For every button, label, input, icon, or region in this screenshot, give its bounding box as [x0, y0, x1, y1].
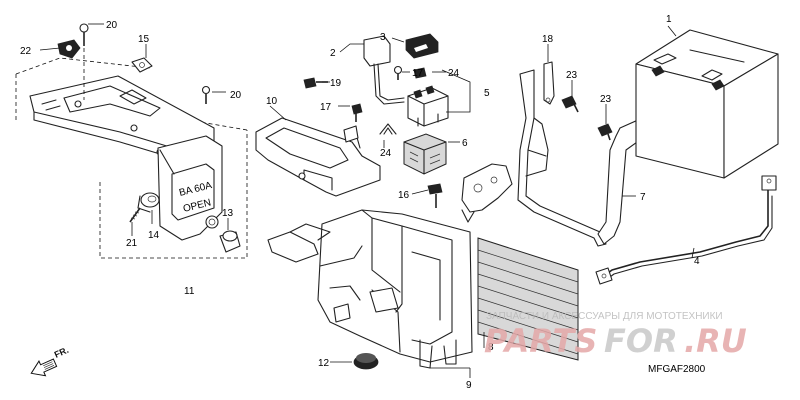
front-label: FR.	[53, 345, 70, 360]
callout-24a: 24	[448, 68, 460, 79]
screw-part-23-left	[561, 95, 579, 113]
callout-22: 22	[20, 46, 32, 57]
callout-2: 2	[330, 48, 336, 59]
callout-15: 15	[138, 34, 150, 45]
bolt-part-16	[427, 183, 443, 208]
callout-6: 6	[462, 138, 468, 149]
battery-part-1	[635, 29, 779, 179]
battery-cable-part-4	[595, 175, 777, 285]
callout-20b: 20	[230, 90, 242, 101]
watermark-tagline: ЗАПЧАСТИ И АКСЕССУАРЫ ДЛЯ МОТОТЕХНИКИ	[486, 311, 723, 322]
callout-8: 8	[488, 342, 494, 353]
grommet-part-14	[137, 192, 160, 213]
diagram-code: MFGAF2800	[648, 364, 706, 375]
fuse-box-housing: BA 60A OPEN	[157, 135, 223, 241]
callout-4: 4	[694, 256, 700, 267]
holder-bracket-center	[461, 163, 513, 223]
callout-13: 13	[222, 208, 234, 219]
rubber-cover-part-6	[403, 133, 447, 175]
screw-part-20-top	[79, 23, 89, 46]
battery-case-part-9	[317, 209, 473, 369]
battery-band-part-7	[597, 119, 641, 245]
callout-3: 3	[380, 32, 386, 43]
bolt-part-17-lower	[351, 103, 363, 122]
callout-21: 21	[126, 238, 138, 249]
battery-stay-frame	[517, 69, 607, 247]
callout-14: 14	[148, 230, 160, 241]
callout-9: 9	[466, 380, 472, 391]
clip-part-22	[39, 39, 81, 59]
starter-relay-part-5	[407, 85, 449, 127]
callout-7: 7	[640, 192, 646, 203]
tray-assembly-dash-frame	[15, 57, 248, 259]
callout-20a: 20	[106, 20, 118, 31]
callout-24b: 24	[380, 148, 392, 159]
callout-12: 12	[318, 358, 330, 369]
connector-cap-part-3	[405, 33, 439, 59]
watermark: ЗАПЧАСТИ И АКСЕССУАРЫ ДЛЯ МОТОТЕХНИКИ PA…	[484, 311, 747, 360]
callout-5: 5	[484, 88, 490, 99]
screw-part-20-right	[201, 85, 211, 104]
battery-case-wing	[267, 223, 331, 263]
callout-23a: 23	[566, 70, 578, 81]
callout-11: 11	[184, 286, 195, 297]
bolt-part-19	[303, 77, 328, 89]
clip-part-24-upper	[413, 67, 427, 79]
callout-17b: 17	[320, 102, 332, 113]
leader-bracket-5	[441, 69, 471, 113]
callout-1: 1	[666, 14, 672, 25]
callout-17a: 17	[412, 68, 424, 79]
leader-lines	[88, 23, 695, 378]
grommet-part-12	[330, 353, 379, 370]
wire-harness-part-2	[363, 35, 405, 105]
callout-numbers: 1 2 3 4 5 6 7 8 9 10 11 12 13 14 15 16 1…	[20, 14, 700, 391]
callout-10: 10	[266, 96, 278, 107]
callout-19: 19	[330, 78, 342, 89]
clip-part-24-lower	[379, 123, 397, 135]
battery-bracket-part-10	[255, 117, 381, 197]
screw-part-21	[129, 207, 141, 223]
watermark-brand-for: FOR	[604, 322, 678, 360]
rubber-sheet-part-8	[477, 237, 579, 361]
watermark-brand-parts: PARTS	[484, 322, 597, 360]
callout-16: 16	[398, 190, 410, 201]
grommet-part-13	[219, 230, 241, 253]
front-direction-arrow	[30, 358, 58, 377]
callout-23b: 23	[600, 94, 612, 105]
callout-18: 18	[542, 34, 554, 45]
watermark-brand-ru: .RU	[684, 322, 747, 360]
bolt-part-17-upper	[393, 65, 403, 80]
band-part-18	[543, 61, 555, 105]
nut-part-15	[131, 57, 153, 73]
screw-part-23-right	[597, 123, 613, 141]
